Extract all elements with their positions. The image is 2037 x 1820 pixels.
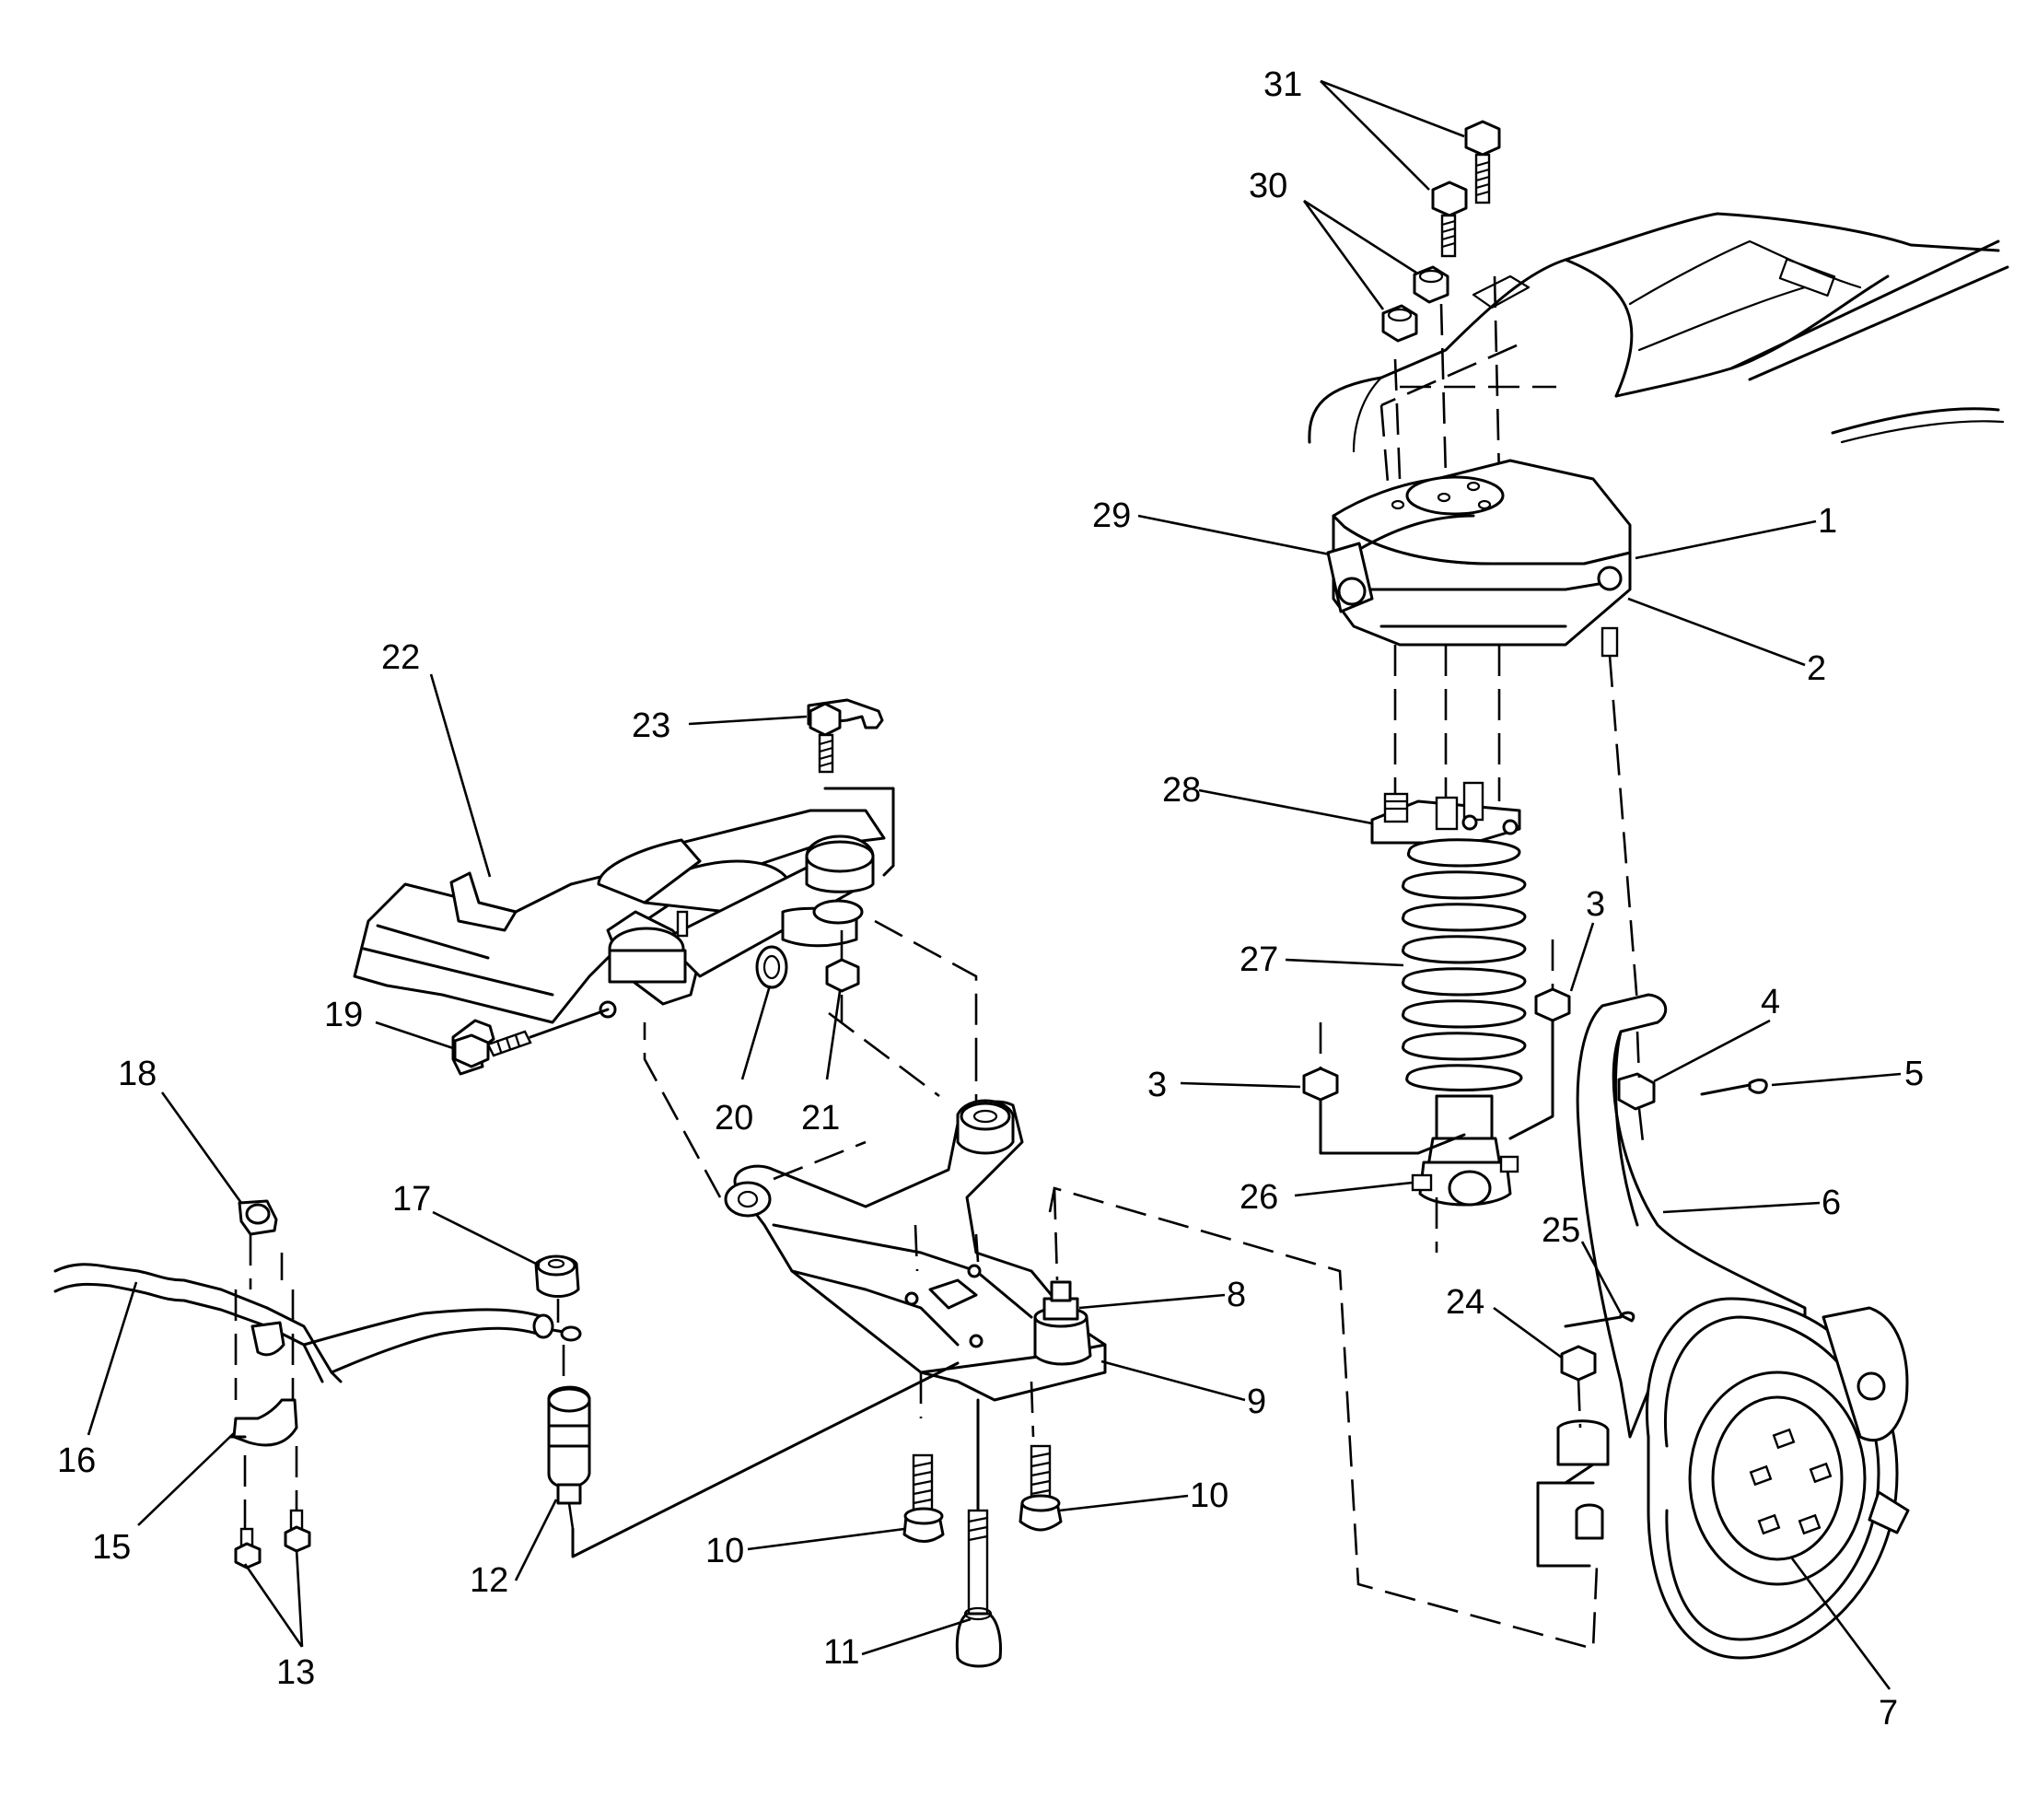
mount-nut-30b bbox=[1413, 265, 1449, 304]
upper-control-arm bbox=[1326, 459, 1632, 658]
frame-crossmember bbox=[353, 809, 886, 1024]
callout-labels: 1 2 3 3 4 5 6 7 8 9 10 10 11 12 13 15 16… bbox=[57, 65, 1924, 1732]
nut-21 bbox=[825, 930, 860, 1022]
bolt-10-right bbox=[1018, 1444, 1063, 1532]
callout-23: 23 bbox=[632, 706, 670, 745]
callout-25: 25 bbox=[1542, 1211, 1580, 1250]
stabilizer-bracket-15 bbox=[228, 1289, 298, 1447]
mount-bolt-31b bbox=[1464, 120, 1501, 204]
callout-1: 1 bbox=[1818, 502, 1837, 541]
callout-22: 22 bbox=[381, 638, 420, 677]
callout-3-right: 3 bbox=[1586, 885, 1605, 924]
bolt-10-left bbox=[902, 1453, 945, 1543]
callout-29: 29 bbox=[1092, 496, 1131, 535]
lower-control-arm bbox=[643, 919, 1107, 1438]
callout-17: 17 bbox=[392, 1180, 431, 1219]
strut-assembly bbox=[1370, 781, 1527, 1253]
callout-15: 15 bbox=[92, 1528, 131, 1567]
callout-28: 28 bbox=[1162, 771, 1201, 810]
stabilizer-bushing-18 bbox=[238, 1199, 284, 1289]
mount-nut-30 bbox=[1381, 304, 1418, 343]
bracket-bolt-13-left bbox=[234, 1455, 262, 1569]
stabilizer-bar bbox=[53, 1263, 582, 1383]
cotter-pin-5 bbox=[1700, 1079, 1768, 1096]
callout-10-right: 10 bbox=[1190, 1476, 1228, 1515]
callout-3-left: 3 bbox=[1147, 1066, 1167, 1104]
ball-joint-tool-11 bbox=[955, 1398, 1002, 1668]
stabilizer-link-12 bbox=[547, 1361, 960, 1558]
callout-24: 24 bbox=[1446, 1283, 1484, 1322]
knuckle-lower-parts bbox=[1536, 1311, 1635, 1568]
callout-7: 7 bbox=[1879, 1694, 1898, 1732]
leader-lines bbox=[87, 79, 1902, 1690]
alignment-lines-strut bbox=[1393, 645, 1639, 1005]
callout-19: 19 bbox=[324, 996, 363, 1034]
callout-4: 4 bbox=[1761, 983, 1780, 1021]
callout-26: 26 bbox=[1240, 1178, 1278, 1217]
brake-rotor-hub bbox=[1646, 1297, 1910, 1660]
callout-27: 27 bbox=[1240, 940, 1278, 979]
callout-16: 16 bbox=[57, 1441, 96, 1480]
bracket-bolt-13-right bbox=[284, 1446, 311, 1553]
callout-9: 9 bbox=[1247, 1382, 1266, 1421]
callout-31: 31 bbox=[1263, 65, 1302, 104]
mount-bolt-31a bbox=[1431, 181, 1468, 258]
callout-18: 18 bbox=[118, 1055, 157, 1093]
callout-11: 11 bbox=[823, 1633, 859, 1672]
callout-21: 21 bbox=[801, 1099, 840, 1138]
callout-8: 8 bbox=[1227, 1276, 1246, 1314]
callout-20: 20 bbox=[715, 1099, 753, 1138]
coil-spring bbox=[1402, 838, 1527, 1091]
stabilizer-link-bushing-17 bbox=[534, 1254, 580, 1382]
bolt-23 bbox=[807, 698, 895, 877]
strut-nut-3-right bbox=[1508, 939, 1571, 1140]
alignment-lines-top bbox=[1379, 275, 1556, 517]
callout-30: 30 bbox=[1249, 167, 1287, 205]
bolt-19 bbox=[451, 1008, 610, 1076]
callout-10-left: 10 bbox=[705, 1532, 744, 1570]
callout-6: 6 bbox=[1822, 1184, 1841, 1222]
alignment-lines-lower bbox=[1048, 1186, 1599, 1651]
strut-nut-3-left bbox=[1302, 1022, 1466, 1155]
callout-12: 12 bbox=[470, 1561, 508, 1600]
callout-2: 2 bbox=[1807, 649, 1826, 688]
callout-13: 13 bbox=[276, 1653, 315, 1692]
callout-5: 5 bbox=[1904, 1055, 1924, 1093]
vehicle-body-panel bbox=[1308, 212, 2009, 453]
